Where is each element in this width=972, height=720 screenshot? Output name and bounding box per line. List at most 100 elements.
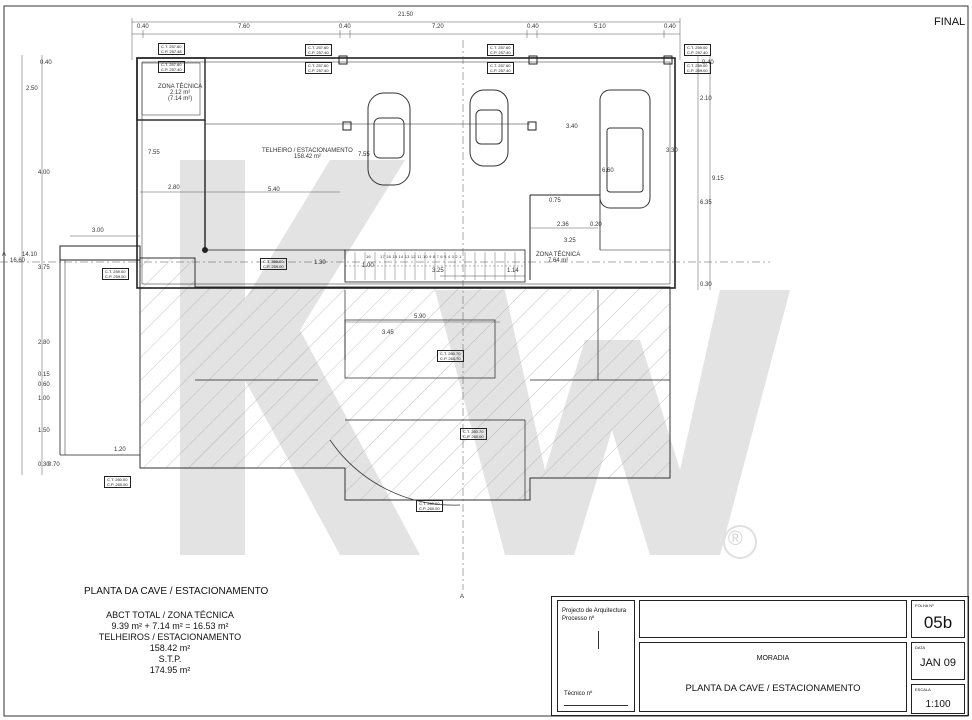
dim-label: 16.60 [10, 258, 26, 264]
dim-label: 1.20 [114, 447, 126, 453]
data-value: JAN 09 [919, 657, 957, 669]
dim-label: 3.25 [564, 238, 576, 244]
dim-label: 0.30 [700, 282, 712, 288]
room-area: 158.42 m² [293, 154, 321, 160]
telheiros-value: 158.42 m² [149, 643, 191, 653]
dim-label: 7.60 [238, 24, 250, 30]
dim-label: 0.40 [40, 60, 52, 66]
room-name: ZONA TÉCNICA [158, 84, 203, 90]
dim-label: 2.50 [26, 86, 38, 92]
abct-value: 9.39 m² + 7.14 m² = 16.53 m² [111, 621, 229, 631]
stp-value: 174.95 m² [149, 665, 191, 675]
summary-areas: ABCT TOTAL / ZONA TÉCNICA 9.39 m² + 7.14… [80, 610, 260, 676]
title-block [551, 596, 969, 716]
columns [338, 55, 673, 131]
signature-mark [598, 631, 599, 649]
room-area: (7.14 m²) [167, 96, 193, 102]
dim-label: 3.75 [38, 265, 50, 271]
folha-value: 05b [923, 613, 953, 632]
dim-label: 3.25 [432, 268, 444, 274]
room-area: 2.12 m² [169, 90, 191, 96]
dim-label: 0.40 [339, 24, 351, 30]
dim-label: 1.50 [38, 428, 50, 434]
hatched-soil-zone [139, 257, 671, 501]
registered-mark-icon: ® [728, 528, 743, 550]
dim-label: 2.80 [38, 340, 50, 346]
escala-cell: ESCALA 1:100 [911, 684, 965, 714]
tecnico-line [564, 705, 628, 706]
dim-label: 0.40 [527, 24, 539, 30]
dim-label: 9.15 [712, 176, 724, 182]
telheiros-label: TELHEIROS / ESTACIONAMENTO [98, 632, 242, 642]
data-cell: DATA JAN 09 [911, 642, 965, 680]
dim-label: 0.20 [590, 222, 602, 228]
room-label-zona-tecnica-2: ZONA TÉCNICA 7.64 m² [536, 252, 580, 264]
dim-label: 2.80 [168, 185, 180, 191]
dim-label: 6.60 [602, 168, 614, 174]
data-label: DATA [915, 645, 926, 650]
dim-label: 0.70 [48, 462, 60, 468]
dim-label: 0.30 [38, 462, 50, 468]
stp-label: S.T.P. [158, 654, 182, 664]
dim-label: 2.36 [557, 222, 569, 228]
dim-label: 4.00 [38, 170, 50, 176]
car-icon [599, 89, 651, 209]
dim-label: 1.14 [507, 268, 519, 274]
dim-label: 7.55 [148, 150, 160, 156]
column-marker [202, 247, 208, 253]
dim-label: 0.15 [38, 372, 50, 378]
processo-label: Processo nº [562, 616, 595, 622]
section-mark: A [2, 252, 7, 258]
dim-label: 5.40 [268, 187, 280, 193]
room-label-telheiro: TELHEIRO / ESTACIONAMENTO 158.42 m² [262, 148, 353, 160]
dim-label: 5.90 [414, 314, 426, 320]
room-name: ZONA TÉCNICA [536, 252, 581, 258]
abct-label: ABCT TOTAL / ZONA TÉCNICA [106, 610, 234, 620]
stair-treads [345, 252, 525, 280]
dim-label: 1.30 [314, 260, 326, 266]
sheet-status: FINAL [934, 16, 966, 28]
dim-label: 0.40 [702, 60, 714, 66]
dim-label: 7.55 [358, 152, 370, 158]
car-icon [367, 92, 411, 186]
dim-label: 3.40 [566, 124, 578, 130]
dim-label: 1.00 [38, 396, 50, 402]
dim-label: 0.60 [38, 382, 50, 388]
dim-label: 0.75 [549, 198, 561, 204]
escala-value: 1:100 [925, 699, 951, 710]
title-block-title-cell: MORADIA PLANTA DA CAVE / ESTACIONAMENTO [639, 642, 907, 712]
section-mark: A [460, 594, 465, 600]
title-block-empty-cell [639, 600, 907, 638]
tecnico-label: Técnico nº [564, 691, 593, 697]
room-label-zona-tecnica: ZONA TÉCNICA 2.12 m² (7.14 m²) [158, 84, 202, 102]
folha-cell: FOLHA Nº 05b [911, 600, 965, 638]
dim-label: 0.40 [664, 24, 676, 30]
sheet-border [3, 5, 969, 717]
dim-label: 2.10 [700, 96, 712, 102]
dimension-lines [0, 18, 770, 590]
room-name: TELHEIRO / ESTACIONAMENTO [262, 148, 353, 154]
folha-label: FOLHA Nº [915, 603, 934, 608]
dim-total-width: 21.50 [398, 12, 414, 18]
dim-label: 0.40 [137, 24, 149, 30]
summary-title: PLANTA DA CAVE / ESTACIONAMENTO [84, 586, 269, 597]
dim-label: 6.35 [700, 200, 712, 206]
dim-label: 3.00 [92, 228, 104, 234]
escala-label: ESCALA [915, 687, 931, 692]
title-block-project-cell: Projecto de Arquitectura Processo nº Téc… [557, 600, 635, 712]
car-icon [469, 89, 509, 167]
curved-wall [329, 439, 461, 506]
room-area: 7.64 m² [547, 258, 569, 264]
